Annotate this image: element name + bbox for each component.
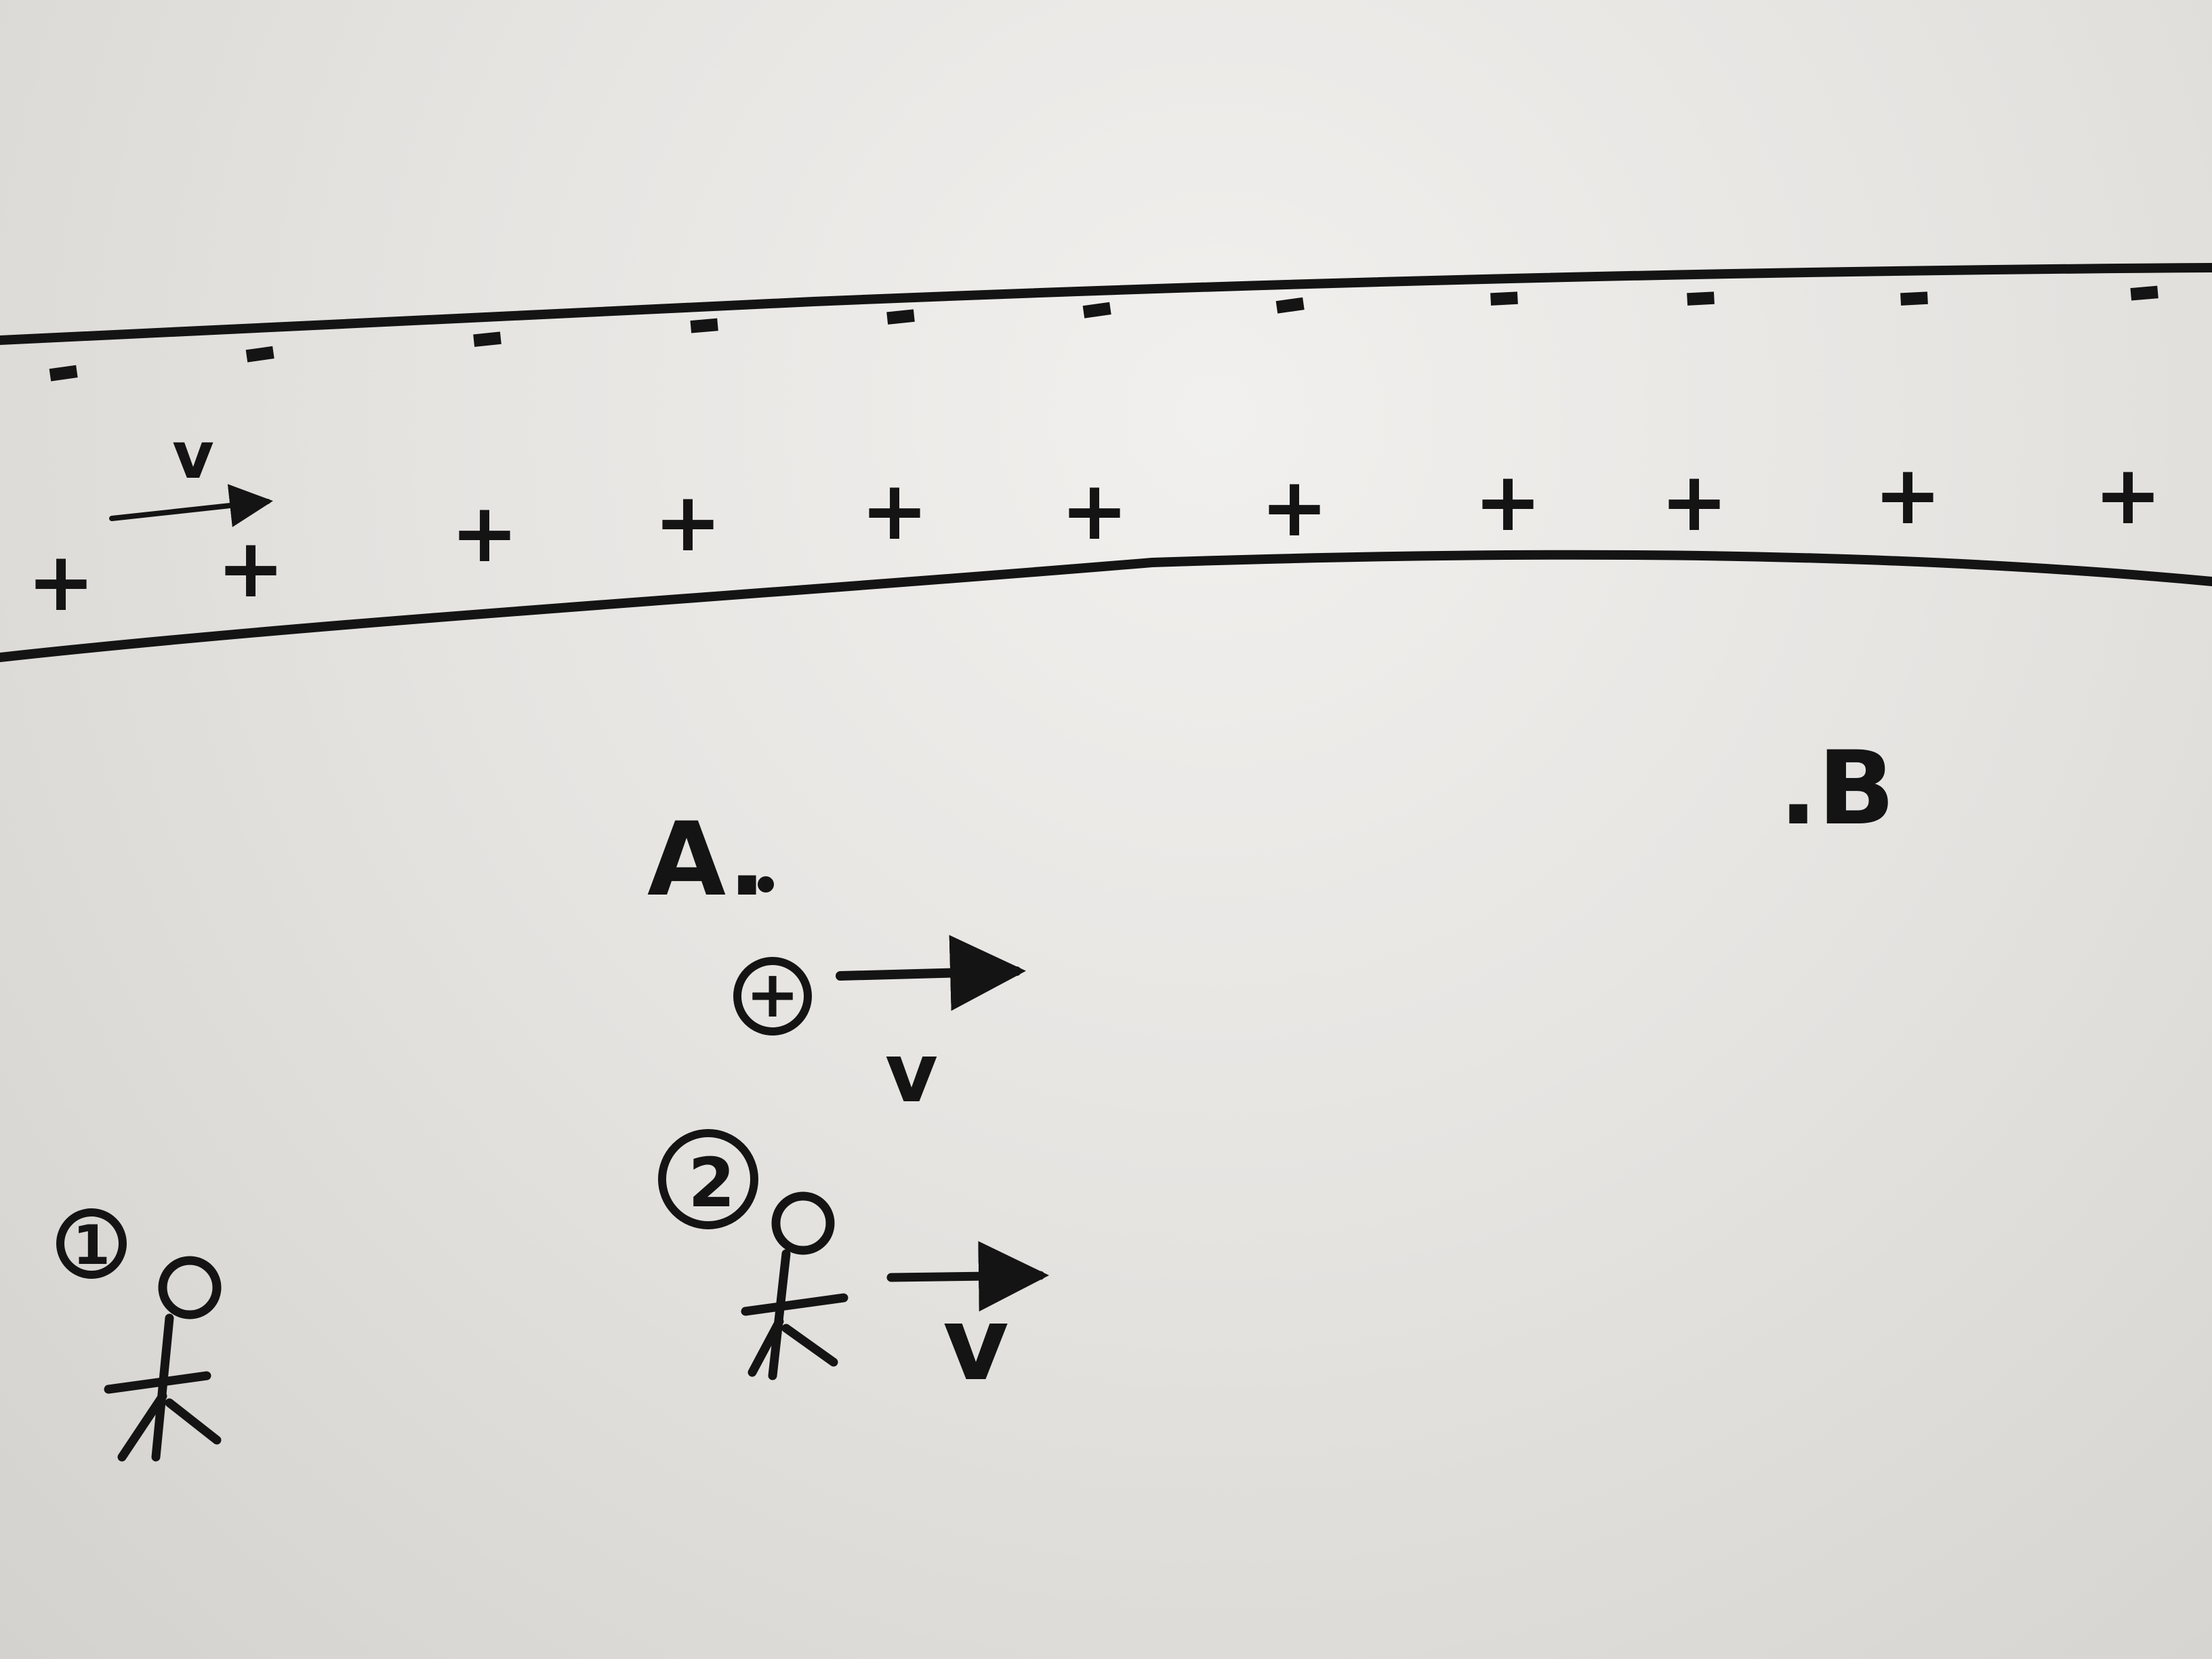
observer-2-number-circle <box>658 1129 758 1229</box>
point-a-dot <box>758 876 774 893</box>
negative-charge: - <box>1679 241 1721 346</box>
observer-1-number-circle <box>56 1208 127 1279</box>
positive-charge: + <box>2094 449 2163 543</box>
negative-charge: - <box>1071 251 1122 359</box>
positive-charge: + <box>1474 455 1542 550</box>
positive-charge: + <box>27 535 96 630</box>
charge-symbol: + <box>745 958 800 1032</box>
negative-charge: - <box>1264 247 1315 354</box>
negative-charge: - <box>37 314 88 422</box>
positive-charge: + <box>1660 455 1729 550</box>
point-a-label: A. <box>647 801 766 919</box>
positive-charge: + <box>861 464 929 558</box>
drift-velocity-label: v <box>172 419 214 493</box>
observer-2: 2 <box>658 1129 848 1380</box>
positive-charge: + <box>1261 461 1329 555</box>
negative-charge: - <box>234 295 285 403</box>
observer-1-stick-figure <box>104 1256 222 1462</box>
charge-velocity-arrow <box>836 935 1026 1011</box>
negative-charge: - <box>1893 241 1935 346</box>
moving-charge: + <box>733 957 812 1036</box>
negative-charge: - <box>1483 241 1525 346</box>
positive-charge: + <box>1061 464 1129 558</box>
negative-charge: - <box>876 259 924 365</box>
charge-circle <box>733 957 812 1036</box>
observer-2-stick-figure <box>741 1191 848 1380</box>
charge-velocity-label: v <box>885 1027 938 1121</box>
positive-charge: + <box>1874 449 1942 543</box>
wire-top-edge <box>0 263 2212 345</box>
observer-2-velocity-label: v <box>943 1286 1009 1404</box>
positive-charge: + <box>217 522 285 616</box>
negative-charge: - <box>463 281 510 388</box>
observer-2-number: 2 <box>688 1143 735 1223</box>
wire-bottom-edge <box>0 550 2212 662</box>
positive-charge: + <box>654 476 722 570</box>
negative-charge: - <box>2121 235 2167 341</box>
negative-charge: - <box>681 268 726 373</box>
observer-2-velocity-arrow <box>886 1241 1049 1312</box>
positive-charge: + <box>451 487 519 581</box>
observer-1: 1 <box>56 1208 222 1462</box>
drift-velocity-arrow <box>109 484 273 527</box>
point-b-label: .B <box>1779 730 1895 848</box>
observer-1-number: 1 <box>73 1214 110 1277</box>
